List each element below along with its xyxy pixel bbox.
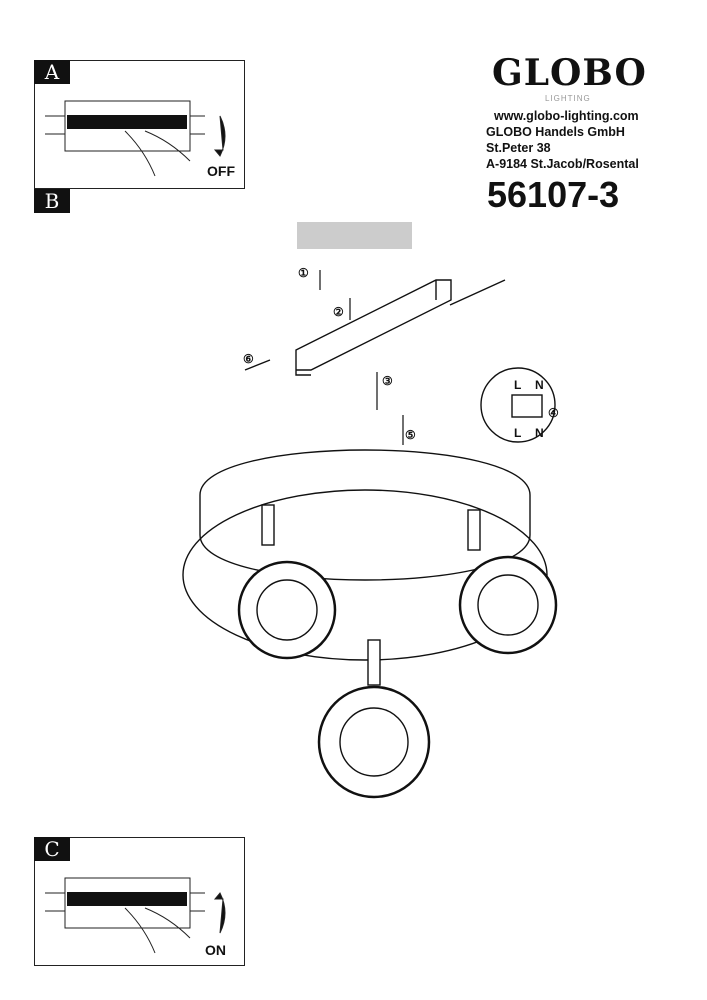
step-4: ④ bbox=[548, 406, 559, 420]
city: A-9184 St.Jacob/Rosental bbox=[486, 157, 639, 171]
mounting-bracket bbox=[295, 279, 452, 376]
step-3: ③ bbox=[382, 374, 393, 388]
panel-b-tag: B bbox=[34, 189, 70, 213]
step-1: ① bbox=[298, 266, 309, 280]
spot-right bbox=[458, 555, 558, 655]
panel-a-tag: A bbox=[34, 60, 70, 84]
panel-c-tag: C bbox=[34, 837, 70, 861]
terminal-l-top: L bbox=[514, 378, 522, 392]
terminal-n-top: N bbox=[535, 378, 544, 392]
model-number: 56107-3 bbox=[487, 174, 620, 215]
panel-a-state: OFF bbox=[207, 163, 235, 179]
street: St.Peter 38 bbox=[486, 141, 551, 155]
brand-logo: GLOBO bbox=[492, 52, 647, 94]
terminal-l-bottom: L bbox=[514, 426, 522, 440]
spot-bottom bbox=[317, 685, 431, 799]
panel-c-state: ON bbox=[205, 942, 226, 958]
breaker-hand-illustration bbox=[45, 100, 226, 177]
company: GLOBO Handels GmbH bbox=[486, 125, 625, 139]
ceiling bbox=[297, 222, 412, 249]
terminal-detail bbox=[480, 367, 556, 443]
spot-left bbox=[237, 560, 337, 660]
step-6: ⑥ bbox=[243, 352, 254, 366]
terminal-n-bottom: N bbox=[535, 426, 544, 440]
address-block: www.globo-lighting.com GLOBO Handels Gmb… bbox=[486, 108, 639, 172]
website: www.globo-lighting.com bbox=[494, 109, 639, 123]
step-2: ② bbox=[333, 305, 344, 319]
step-5: ⑤ bbox=[405, 428, 416, 442]
brand-sub: LIGHTING bbox=[545, 94, 591, 103]
breaker-hand-illustration bbox=[45, 877, 226, 954]
panel-a bbox=[34, 60, 245, 189]
